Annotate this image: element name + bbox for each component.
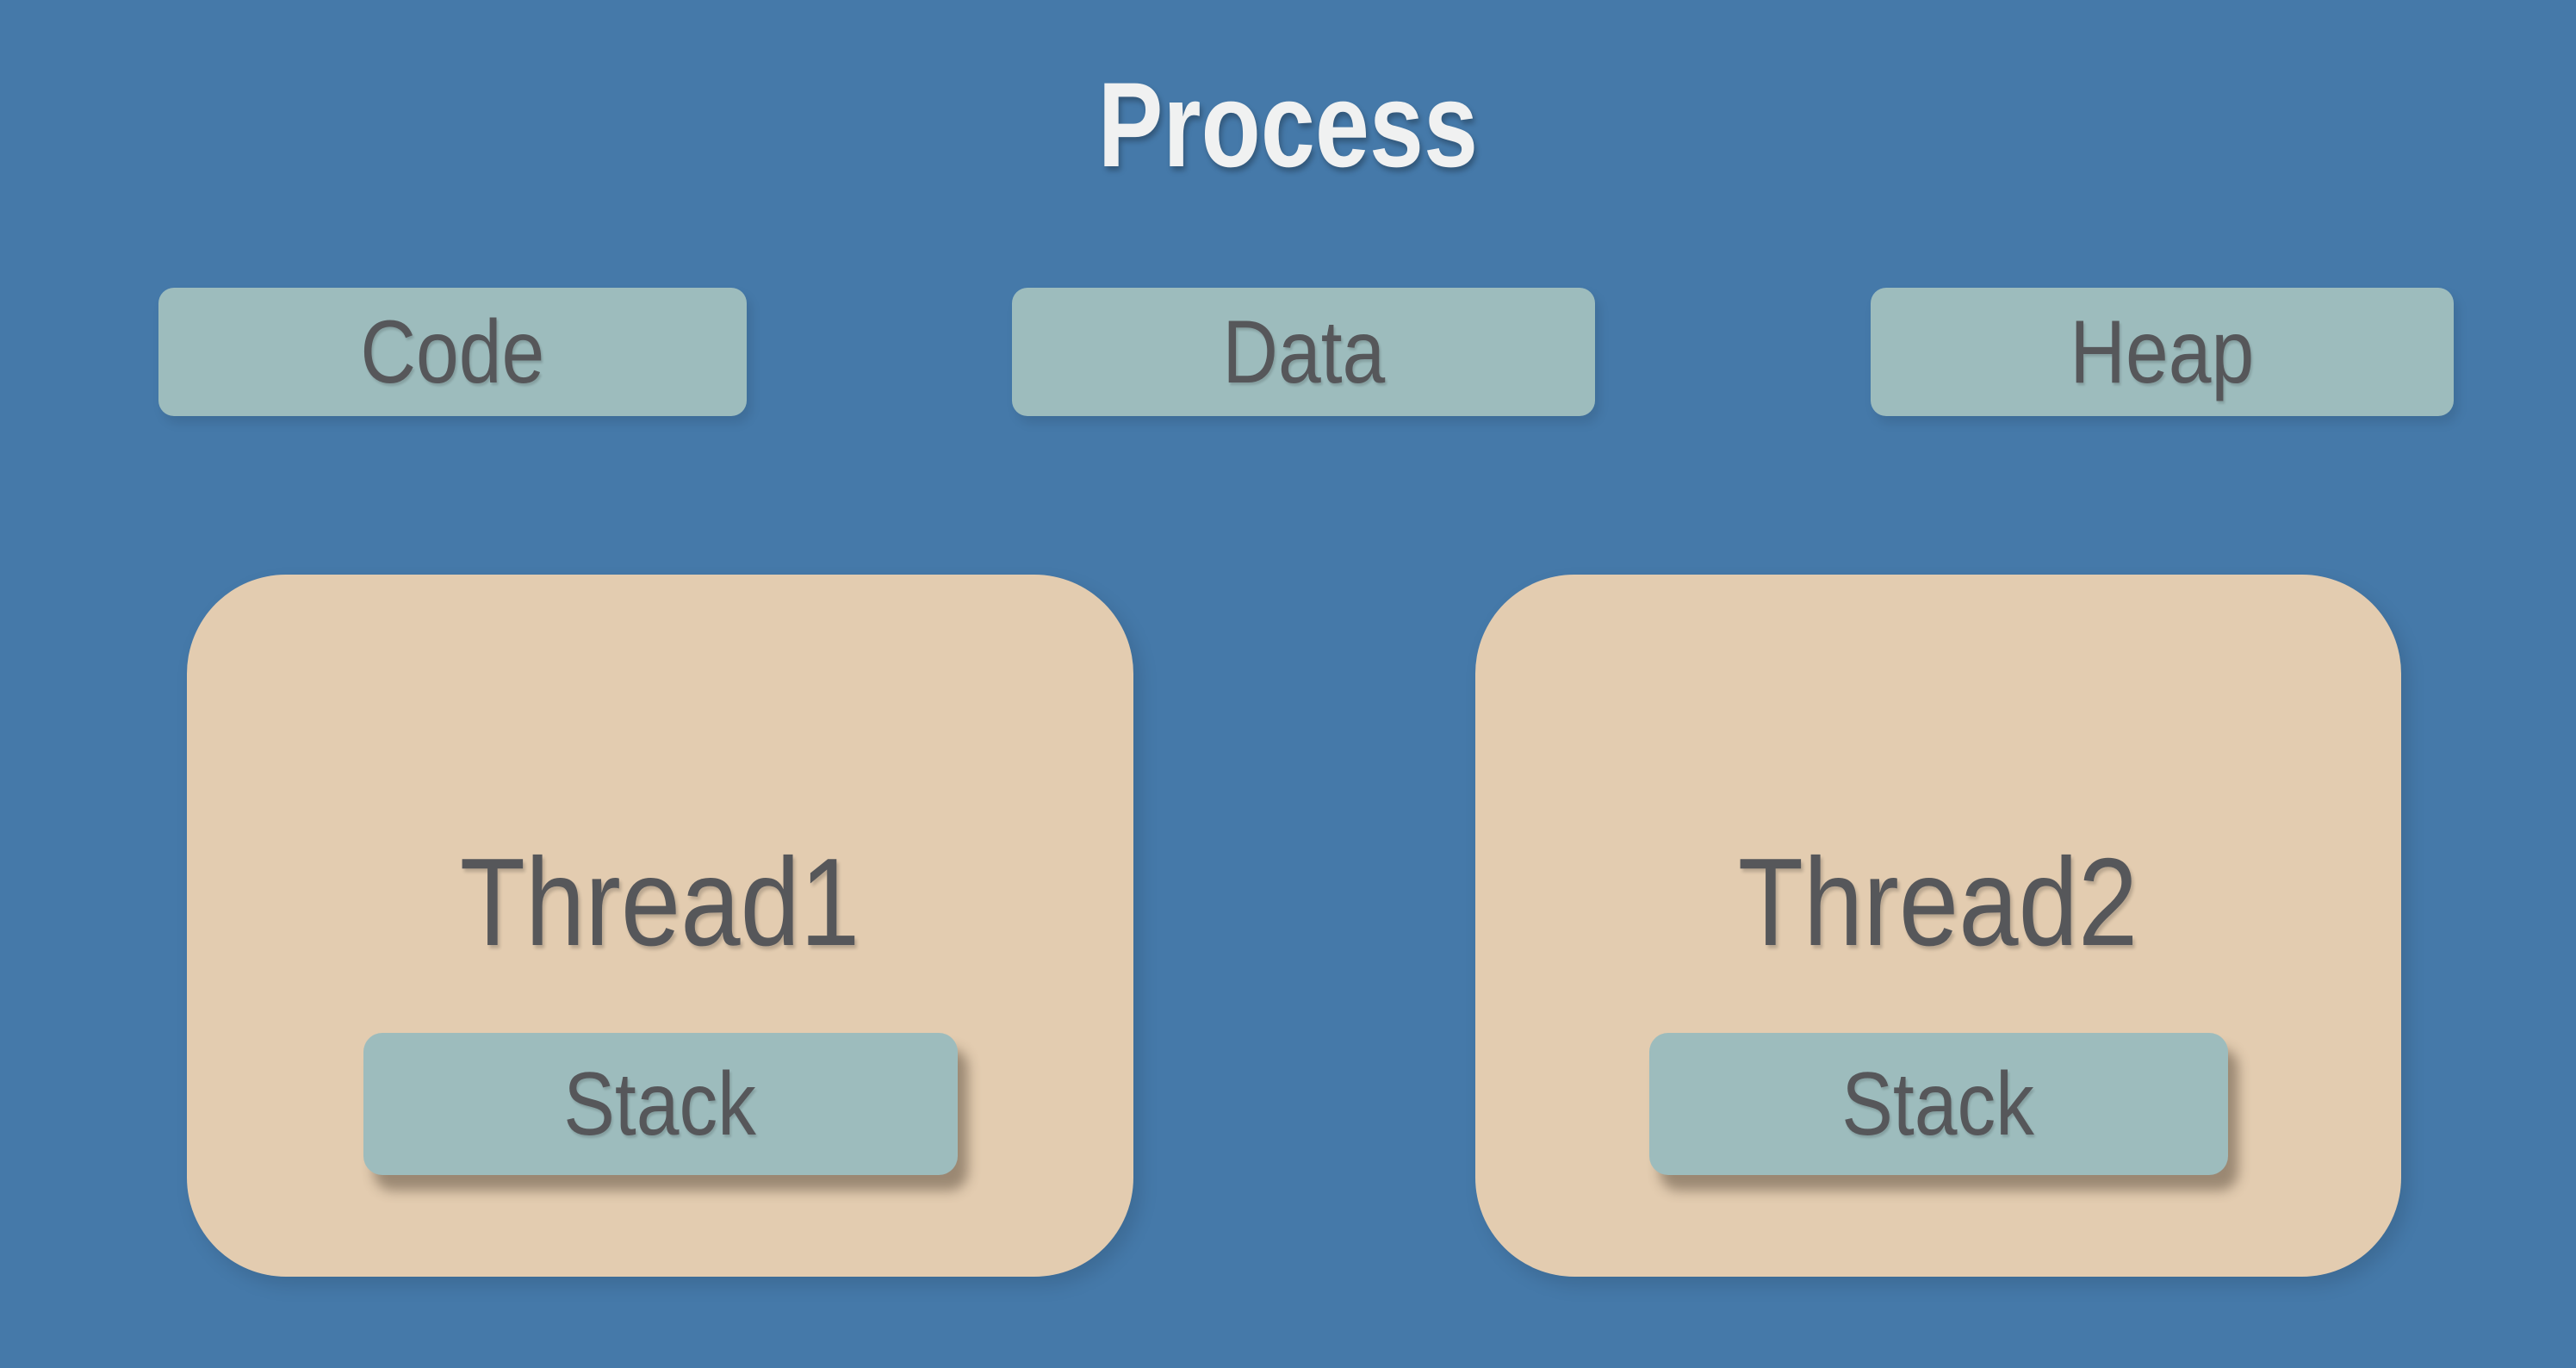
data-segment-box: Data <box>1012 288 1595 416</box>
thread1-stack-box: Stack <box>363 1033 958 1175</box>
data-segment-label: Data <box>1222 302 1385 402</box>
code-segment-label: Code <box>360 302 545 402</box>
thread2-title-text: Thread2 <box>1738 832 2138 972</box>
thread2-stack-box: Stack <box>1648 1033 2228 1175</box>
heap-segment-box: Heap <box>1871 288 2454 416</box>
thread2-title: Thread2 <box>1475 840 2401 965</box>
page-title: Process <box>0 65 2576 185</box>
thread1-title-text: Thread1 <box>460 832 860 972</box>
thread2-stack-label: Stack <box>1841 1054 2035 1154</box>
thread1-box: Thread1 Stack <box>187 575 1133 1277</box>
page-title-text: Process <box>1097 57 1479 192</box>
thread1-stack-label: Stack <box>563 1054 757 1154</box>
thread2-box: Thread2 Stack <box>1475 575 2401 1277</box>
thread1-title: Thread1 <box>187 840 1133 965</box>
heap-segment-label: Heap <box>2070 302 2255 402</box>
code-segment-box: Code <box>158 288 747 416</box>
